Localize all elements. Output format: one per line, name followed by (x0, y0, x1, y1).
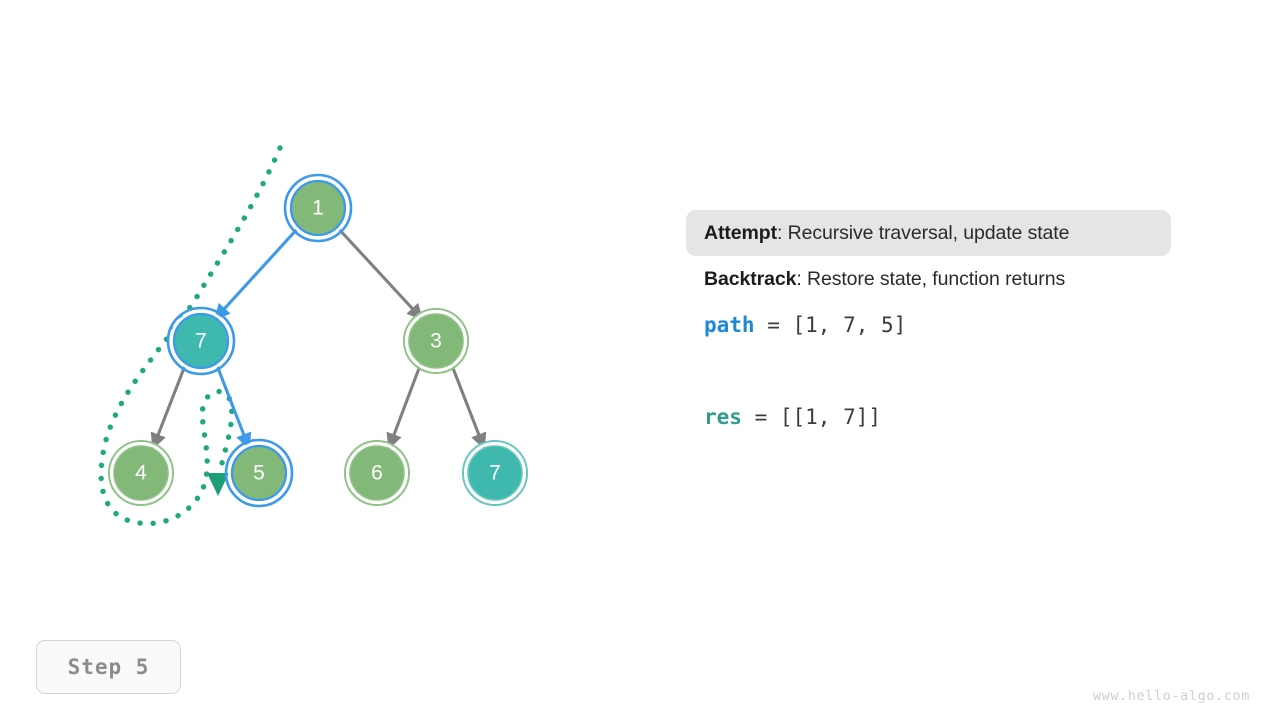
res-variable-row: res = [[1, 7]] (686, 394, 1206, 440)
attempt-row: Attempt: Recursive traversal, update sta… (686, 210, 1171, 256)
tree-node-5[interactable]: 5 (224, 438, 294, 508)
node-circle (230, 444, 288, 502)
node-value: 1 (312, 197, 324, 220)
backtrack-keyword: Backtrack (704, 267, 797, 290)
node-value: 6 (371, 462, 383, 485)
tree-node-4[interactable]: 4 (108, 440, 174, 506)
node-circle (467, 445, 523, 501)
path-variable-row: path = [1, 7, 5] (686, 302, 1206, 348)
node-value: 3 (430, 330, 442, 353)
attempt-keyword: Attempt (704, 221, 777, 244)
tree-node-7-left[interactable]: 7 (166, 306, 236, 376)
attempt-text: : Recursive traversal, update state (776, 221, 1070, 244)
tree-edges (150, 225, 487, 450)
node-circle (172, 312, 230, 370)
step-badge: Step 5 (36, 640, 181, 694)
node-value: 7 (195, 330, 207, 353)
res-variable-value: = [[1, 7]] (741, 405, 882, 429)
res-variable-name: res (704, 405, 742, 429)
edge-7-4 (150, 362, 188, 450)
node-circle (349, 445, 405, 501)
path-variable-name: path (704, 313, 755, 337)
backtrack-row: Backtrack: Restore state, function retur… (686, 256, 1206, 302)
edge-3-7 (449, 362, 487, 450)
backtrack-text: : Restore state, function returns (796, 267, 1066, 290)
backtrack-arrowhead (207, 473, 229, 496)
tree-node-3[interactable]: 3 (403, 308, 469, 374)
binary-tree-diagram: 1 7 3 4 5 6 7 (98, 145, 528, 527)
explanation-panel: Attempt: Recursive traversal, update sta… (686, 210, 1206, 440)
edge-1-7 (213, 225, 301, 321)
tree-node-7-right[interactable]: 7 (462, 440, 528, 506)
node-value: 7 (489, 462, 501, 485)
tree-node-6[interactable]: 6 (344, 440, 410, 506)
node-circle (113, 445, 169, 501)
node-circle (289, 179, 347, 237)
node-circle (408, 313, 464, 369)
edge-3-6 (386, 362, 423, 450)
tree-node-1[interactable]: 1 (283, 173, 353, 243)
node-value: 4 (135, 462, 147, 485)
node-value: 5 (253, 462, 265, 485)
panel-spacer (686, 348, 1206, 394)
watermark: www.hello-algo.com (1092, 688, 1250, 704)
backtrack-dotted-path (98, 145, 283, 527)
edge-1-3 (335, 225, 424, 321)
edge-7-5 (214, 362, 252, 450)
path-variable-value: = [1, 7, 5] (754, 313, 907, 337)
